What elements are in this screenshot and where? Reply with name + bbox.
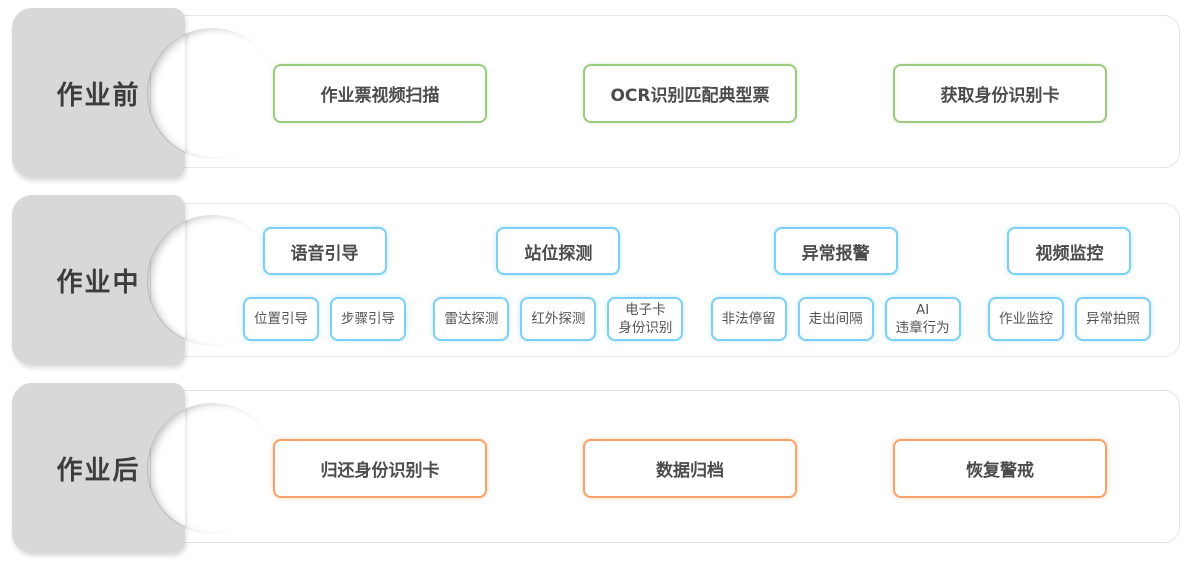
stage-panel-during: 语音引导 位置引导 步骤引导 站位探测 雷达探测 红外探测 电子卡 身份识别 异…	[150, 203, 1180, 357]
feature-group-abnormal-alarm: 异常报警 非法停留 走出间隔 AI 违章行为	[710, 227, 961, 342]
feature-group-video-monitor: 视频监控 作业监控 异常拍照	[987, 227, 1151, 341]
sub-feature-abnormal-photo: 异常拍照	[1074, 297, 1151, 341]
stage-section-after: 归还身份识别卡 数据归档 恢复警戒 作业后	[0, 383, 1200, 553]
sub-feature-row: 位置引导 步骤引导	[243, 297, 406, 341]
step-box-return-id-card: 归还身份识别卡	[273, 439, 487, 498]
stage-label-text: 作业后	[56, 455, 141, 486]
stage-section-before: 作业票视频扫描 OCR识别匹配典型票 获取身份识别卡 作业前	[0, 8, 1200, 178]
sub-feature-row: 雷达探测 红外探测 电子卡 身份识别	[433, 297, 684, 342]
sub-feature-illegal-stay: 非法停留	[710, 297, 787, 342]
sub-feature-ecard-id: 电子卡 身份识别	[607, 297, 684, 342]
sub-feature-infrared-detect: 红外探测	[520, 297, 597, 342]
step-box-ocr-match: OCR识别匹配典型票	[583, 64, 797, 123]
sub-feature-work-monitor: 作业监控	[987, 297, 1064, 341]
feature-group-voice-guide: 语音引导 位置引导 步骤引导	[243, 227, 406, 341]
sub-feature-row: 非法停留 走出间隔 AI 违章行为	[710, 297, 961, 342]
group-header-abnormal-alarm: 异常报警	[773, 227, 898, 275]
sub-feature-row: 作业监控 异常拍照	[987, 297, 1151, 341]
group-header-voice-guide: 语音引导	[262, 227, 387, 275]
stage-section-during: 语音引导 位置引导 步骤引导 站位探测 雷达探测 红外探测 电子卡 身份识别 异…	[0, 195, 1200, 365]
stage-label-text: 作业中	[56, 267, 141, 298]
sub-feature-position-guide: 位置引导	[243, 297, 319, 341]
stage-panel-before: 作业票视频扫描 OCR识别匹配典型票 获取身份识别卡	[150, 15, 1180, 168]
sub-feature-step-guide: 步骤引导	[330, 297, 406, 341]
step-box-restore-alert: 恢复警戒	[893, 439, 1107, 498]
stage-panel-after: 归还身份识别卡 数据归档 恢复警戒	[150, 390, 1180, 543]
stage-label-text: 作业前	[56, 80, 141, 111]
feature-group-position-detect: 站位探测 雷达探测 红外探测 电子卡 身份识别	[433, 227, 684, 342]
sub-feature-ai-violation: AI 违章行为	[884, 297, 961, 342]
step-box-get-id-card: 获取身份识别卡	[893, 64, 1107, 123]
sub-feature-radar-detect: 雷达探测	[433, 297, 510, 342]
step-box-data-archive: 数据归档	[583, 439, 797, 498]
group-header-video-monitor: 视频监控	[1007, 227, 1132, 275]
stage-label-during: 作业中	[12, 195, 185, 365]
sub-feature-leave-interval: 走出间隔	[797, 297, 874, 342]
stage-label-before: 作业前	[12, 8, 185, 178]
group-header-position-detect: 站位探测	[496, 227, 621, 275]
stage-label-after: 作业后	[12, 383, 185, 553]
step-box-ticket-video-scan: 作业票视频扫描	[273, 64, 487, 123]
